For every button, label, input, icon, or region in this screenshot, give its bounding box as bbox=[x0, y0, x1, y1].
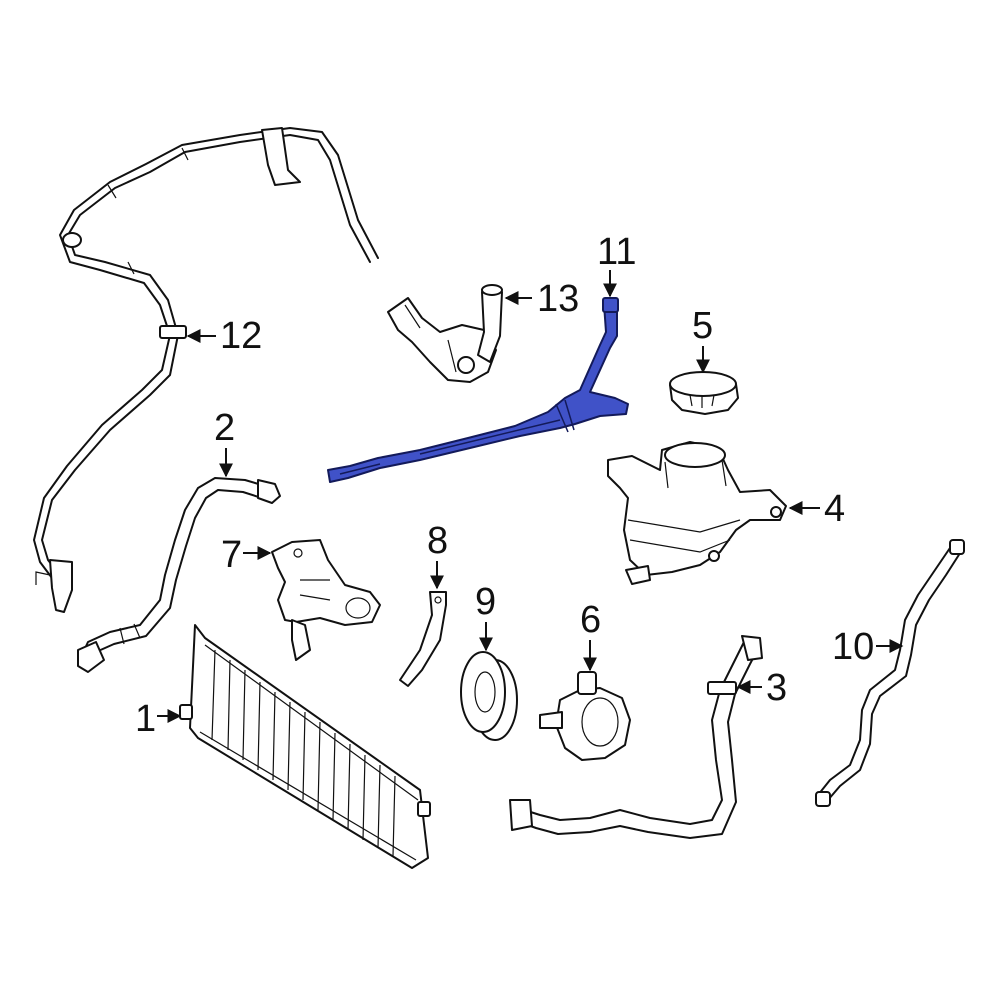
part-8-bracket[interactable] bbox=[399, 591, 447, 687]
part-5-cap[interactable] bbox=[669, 371, 739, 415]
part-6-pump[interactable] bbox=[539, 671, 631, 761]
callout-6: 6 bbox=[580, 599, 601, 672]
part-3-hose[interactable] bbox=[509, 635, 763, 839]
callout-label-11: 11 bbox=[597, 231, 636, 273]
callout-label-3: 3 bbox=[766, 667, 787, 709]
callout-4: 4 bbox=[788, 488, 845, 530]
callout-13: 13 bbox=[504, 278, 579, 320]
callout-label-2: 2 bbox=[214, 407, 235, 449]
callout-5: 5 bbox=[692, 305, 713, 374]
callout-label-10: 10 bbox=[832, 626, 874, 668]
callout-label-7: 7 bbox=[221, 534, 242, 576]
part-11-hose-highlighted[interactable] bbox=[327, 297, 629, 483]
callout-12: 12 bbox=[186, 315, 262, 357]
part-4-reservoir[interactable] bbox=[607, 441, 787, 585]
part-10-hose[interactable] bbox=[815, 539, 965, 807]
part-7-bracket[interactable] bbox=[271, 539, 381, 661]
callout-label-12: 12 bbox=[220, 315, 262, 357]
part-13-connector[interactable] bbox=[387, 284, 503, 383]
callout-label-5: 5 bbox=[692, 305, 713, 347]
part-1-radiator[interactable] bbox=[179, 624, 431, 869]
callout-7: 7 bbox=[221, 534, 272, 576]
callout-2: 2 bbox=[214, 407, 235, 478]
part-9-pulley[interactable] bbox=[460, 651, 518, 741]
callout-11: 11 bbox=[597, 231, 636, 298]
callout-label-6: 6 bbox=[580, 599, 601, 641]
part-12-hose[interactable] bbox=[33, 127, 379, 613]
callout-3: 3 bbox=[736, 667, 787, 709]
callout-10: 10 bbox=[832, 626, 904, 668]
callout-label-8: 8 bbox=[427, 520, 448, 562]
callout-9: 9 bbox=[475, 581, 496, 652]
callout-1: 1 bbox=[135, 698, 182, 740]
callout-label-1: 1 bbox=[135, 698, 156, 740]
callout-label-4: 4 bbox=[824, 488, 845, 530]
callout-8: 8 bbox=[427, 520, 448, 590]
callout-label-9: 9 bbox=[475, 581, 496, 623]
callout-label-13: 13 bbox=[537, 278, 579, 320]
part-2-hose[interactable] bbox=[77, 477, 281, 673]
